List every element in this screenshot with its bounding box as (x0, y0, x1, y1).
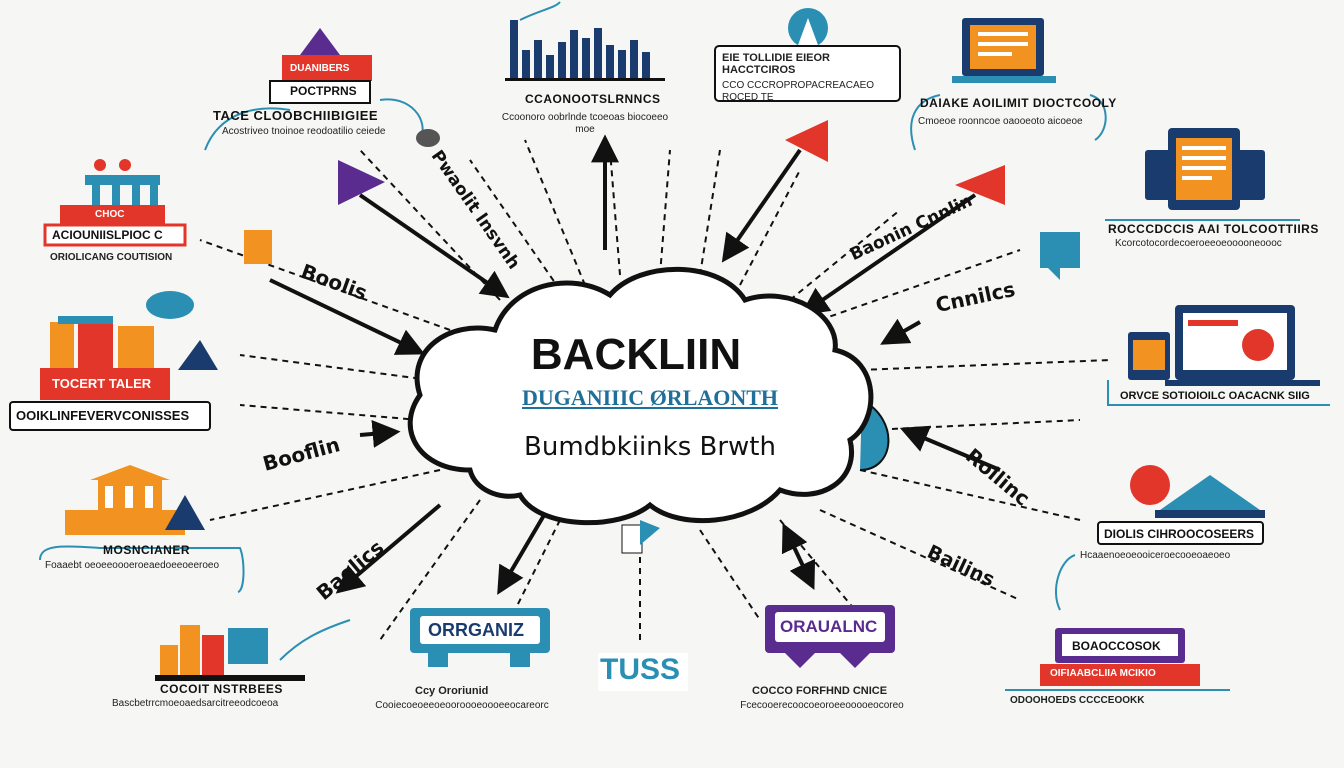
tuss-node (598, 520, 688, 691)
organic-left-label: ORRGANIZ (428, 620, 524, 640)
organic-left-caption: Ccy Ororiunid (415, 685, 489, 697)
center-tagline: Bumdbkiinks Brwth (524, 432, 776, 462)
top-left-desc: Acostriveo tnoinoe reodoatilio ceiede (222, 126, 386, 137)
organic-right-caption: COCCO FORFHND CNICE (752, 685, 888, 697)
top-right-laptop-node (910, 18, 1107, 151)
top-left-caption: TACE CLOOBCHIIBIGIEE (213, 108, 379, 123)
top-right-desc: Cmoeoe roonncoe oaooeoto aicoeoe (918, 116, 1083, 127)
bottom-right-banner-line2: OIFIAABCLIIA MCIKIO (1050, 668, 1156, 679)
organic-right-label: ORAUALNC (780, 617, 878, 636)
right-tablet-desc: Kcorcotocordecoeroeeoeooooneoooc (1115, 238, 1282, 249)
top-center-right-banner: EIE TOLLIDIE EIEOR HACCTCIROS (722, 52, 830, 76)
left-buildings-node (9, 291, 218, 431)
organic-right-desc: Fcecooerecoocoeoroeeooooeocoreo (740, 700, 904, 711)
central-cloud (407, 266, 890, 526)
left-buildings-banner: TOCERT TALER (52, 376, 152, 391)
left-factory-banner1: CHOC (95, 209, 125, 220)
right-mountain-node (1055, 465, 1265, 611)
right-mountain-caption: DIOLIS CIHROOCOSEERS (1104, 527, 1255, 541)
organic-left-desc: Cooiecoeoeeoeooroooeoooeeocareorc (375, 700, 549, 711)
right-laptop-node (1107, 305, 1330, 406)
left-factory-caption: ORIOLICANG COUTISION (50, 252, 173, 263)
top-chart-caption: CCAONOOTSLRNNCS (525, 92, 661, 106)
top-left-banner-line2: POCTPRNS (290, 84, 357, 98)
bottom-right-banner-line1: BOAOCCOSOK (1072, 639, 1161, 653)
right-mountain-desc: Hcaaenoeoeooiceroecooeoaeoeo (1080, 550, 1231, 561)
organic-right-badge (765, 605, 895, 668)
left-temple-node (39, 465, 245, 593)
right-laptop-caption: ORVCE SOTIOIOILC OACACNK SIIG (1120, 390, 1310, 402)
left-temple-caption: MOSNCIANER (103, 543, 191, 557)
flag-icons (244, 120, 1080, 280)
left-factory-node (43, 159, 187, 247)
bottom-left-desc: Bascbetrrcmoeoaedsarcitreeodcoeoa (112, 698, 279, 709)
left-buildings-caption: OOIKLINFEVERVCONISSES (16, 408, 190, 423)
top-right-heading: DAIAKE AOILIMIT DIOCTCOOLY (920, 96, 1117, 110)
top-left-house-node (204, 28, 440, 151)
top-left-banner-line1: DUANIBERS (290, 63, 350, 74)
bottom-left-city-node (155, 619, 351, 681)
top-bar-chart-node (505, 1, 665, 81)
top-center-right-node (714, 8, 901, 102)
solid-arrows (269, 134, 1001, 595)
organic-left-badge (410, 608, 550, 667)
top-chart-desc: Ccoonoro oobrlnde tcoeoas biocoeeo moe (501, 112, 669, 135)
bottom-right-desc: ODOOHOEDS CCCCEOOKK (1010, 695, 1145, 706)
left-factory-banner2: ACIOUNIISLPIOC C (52, 228, 163, 242)
right-tablet-node (1105, 128, 1300, 221)
left-temple-desc: Foaaebt oeoeeoooeroeaedoeeoeeroeo (45, 560, 220, 571)
center-title: BACKLIIN (530, 330, 742, 379)
top-center-right-desc: CCO CCCROPROPACREACAEO ROCED TE (722, 80, 875, 103)
tuss-label: TUSS (600, 653, 681, 686)
bottom-right-banner-node (1004, 628, 1230, 692)
center-subtitle: DUGANIIIC ØRLAONTH (521, 385, 779, 410)
right-tablet-heading: ROCCCDCCIS AAI TOLCOOTTIIRS (1108, 222, 1319, 236)
bottom-left-caption: COCOIT NSTRBEES (160, 682, 283, 696)
